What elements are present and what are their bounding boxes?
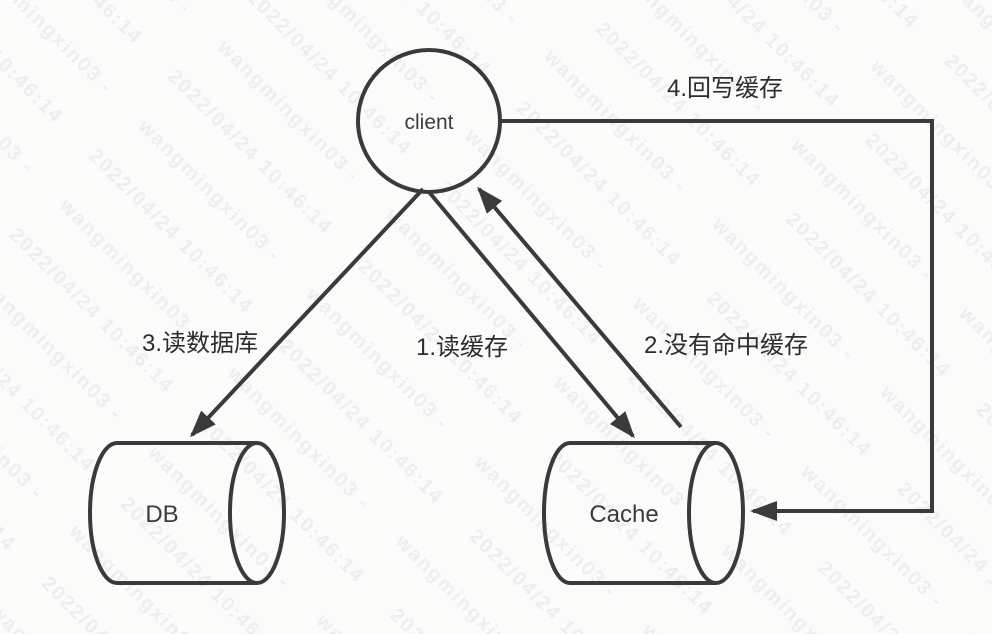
edge-write-back [500,119,934,521]
client-node [356,48,502,194]
edge-cache-miss [477,186,683,429]
db-node-body [88,441,257,585]
cache-node-face [687,441,745,585]
db-node-label: DB [145,501,178,528]
db-node-face [228,441,286,585]
edge-label-cache-miss: 2.没有命中缓存 [644,332,808,359]
edge-read-cache [427,190,635,439]
edge-label-write-back: 4.回写缓存 [667,75,783,102]
cache-node-body [542,441,716,585]
edge-label-read-db: 3.读数据库 [142,330,258,357]
edge-label-read-cache: 1.读缓存 [416,334,508,361]
edge-read-db [189,187,425,438]
cache-node-label: Cache [589,501,658,528]
client-node-label: client [404,111,453,134]
